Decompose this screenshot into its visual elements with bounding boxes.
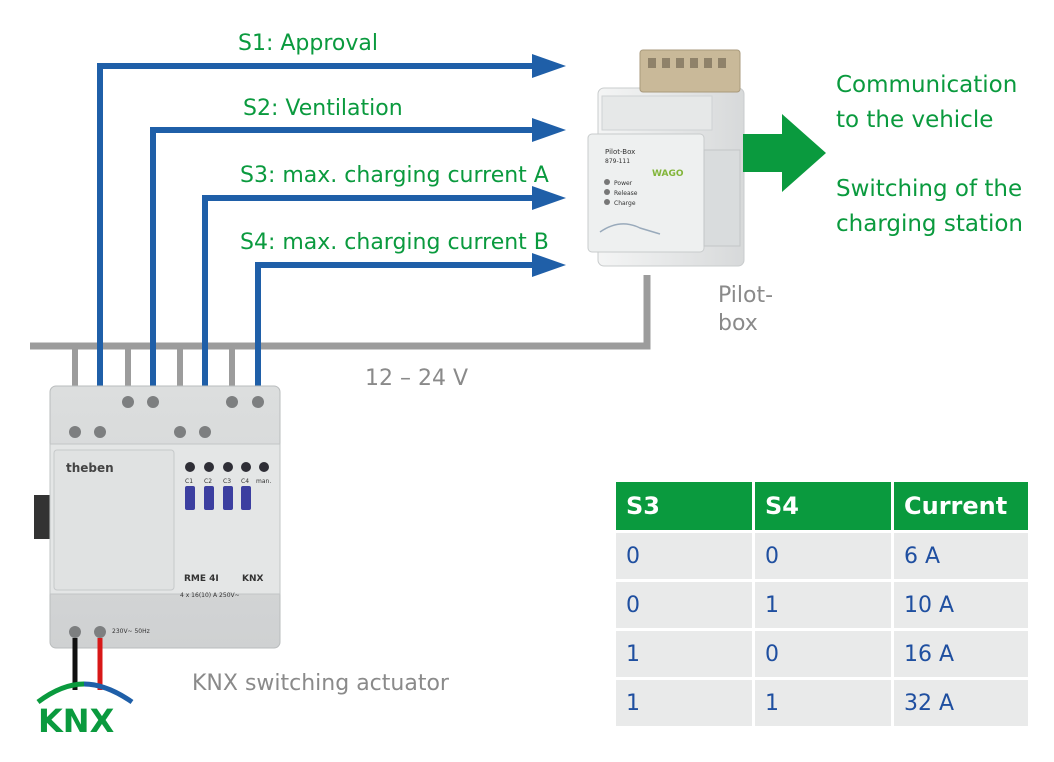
- cell-s4: 1: [755, 680, 891, 726]
- actuator-switches: [185, 486, 251, 510]
- actuator-channel-c4: C4: [241, 478, 249, 485]
- actuator-model: RME 4I: [184, 574, 219, 584]
- table-row: 1 0 16 A: [616, 631, 1028, 677]
- cell-current: 16 A: [894, 631, 1028, 677]
- actuator-channel-c1: C1: [185, 478, 193, 485]
- actuator-device: theben C1 C2 C3 C4 man. RME 4I KNX 4 x 1…: [34, 385, 281, 649]
- signal-line-s1: [97, 63, 535, 432]
- communication-text: Communication to the vehicle: [836, 68, 1017, 138]
- actuator-channel-c3: C3: [223, 478, 231, 485]
- pilotbox-label-line1: Pilot-: [718, 283, 773, 308]
- arrow-head-s4: [532, 253, 566, 277]
- knx-logo: KNX: [36, 681, 134, 740]
- cell-s4: 1: [755, 582, 891, 628]
- signal-arrowheads: [532, 54, 566, 277]
- actuator-bus-mark: KNX: [242, 574, 264, 584]
- pilotbox-led-charge: [604, 199, 610, 205]
- switching-line1: Switching of the: [836, 176, 1023, 202]
- pilotbox-label-line2: box: [718, 311, 758, 336]
- pilotbox-led-label-release: Release: [614, 190, 638, 197]
- signal-line-s4: [255, 262, 535, 402]
- table-header-row: S3 S4 Current: [616, 482, 1028, 530]
- cell-s4: 0: [755, 533, 891, 579]
- supply-line: [30, 275, 651, 350]
- actuator-channel-c2: C2: [204, 478, 212, 485]
- pilotbox-face-model: 879-111: [605, 158, 630, 165]
- signal-line-s2: [150, 127, 535, 402]
- header-s3: S3: [616, 482, 752, 530]
- actuator-brand: theben: [66, 461, 114, 475]
- header-s4: S4: [755, 482, 891, 530]
- cell-s3: 0: [616, 533, 752, 579]
- cell-s3: 1: [616, 631, 752, 677]
- signal-label-s4: S4: max. charging current B: [240, 230, 549, 255]
- communication-line1: Communication: [836, 72, 1018, 98]
- output-arrow: [743, 114, 826, 192]
- pilotbox-device: Pilot-Box 879-111 WAGO Power Release Cha…: [587, 49, 745, 267]
- arrow-head-s2: [532, 118, 566, 142]
- cell-s3: 1: [616, 680, 752, 726]
- signal-label-s3: S3: max. charging current A: [240, 163, 549, 188]
- communication-line2: to the vehicle: [836, 107, 994, 133]
- cell-current: 10 A: [894, 582, 1028, 628]
- arrow-head-s3: [532, 186, 566, 210]
- signal-label-s1: S1: Approval: [238, 31, 378, 56]
- actuator-caption: KNX switching actuator: [192, 671, 450, 696]
- cell-current: 32 A: [894, 680, 1028, 726]
- pilotbox-led-power: [604, 179, 610, 185]
- actuator-rating: 4 x 16(10) A 250V~: [180, 592, 240, 599]
- arrow-head-s1: [532, 54, 566, 78]
- actuator-leds: [185, 462, 269, 472]
- voltage-label: 12 – 24 V: [365, 366, 468, 391]
- signal-lines: [97, 63, 535, 432]
- pilotbox-led-label-charge: Charge: [614, 200, 636, 207]
- pilotbox-brand: WAGO: [652, 169, 684, 179]
- table-row: 0 0 6 A: [616, 533, 1028, 579]
- header-current: Current: [894, 482, 1028, 530]
- actuator-channel-man: man.: [256, 478, 271, 485]
- switching-text: Switching of the charging station: [836, 172, 1023, 242]
- actuator-mains: 230V~ 50Hz: [112, 628, 150, 635]
- current-truth-table: S3 S4 Current 0 0 6 A 0 1 10 A 1 0 16 A …: [613, 479, 1031, 729]
- table-row: 0 1 10 A: [616, 582, 1028, 628]
- table-row: 1 1 32 A: [616, 680, 1028, 726]
- cell-s4: 0: [755, 631, 891, 677]
- pilotbox-face-title: Pilot-Box: [605, 148, 635, 156]
- cell-s3: 0: [616, 582, 752, 628]
- switching-line2: charging station: [836, 211, 1023, 237]
- pilotbox-led-release: [604, 189, 610, 195]
- pilotbox-led-label-power: Power: [614, 180, 633, 187]
- cell-current: 6 A: [894, 533, 1028, 579]
- signal-label-s2: S2: Ventilation: [243, 96, 403, 121]
- knx-logo-text: KNX: [38, 702, 115, 740]
- signal-line-s3: [202, 195, 535, 432]
- actuator-terminal-screws: [69, 396, 264, 638]
